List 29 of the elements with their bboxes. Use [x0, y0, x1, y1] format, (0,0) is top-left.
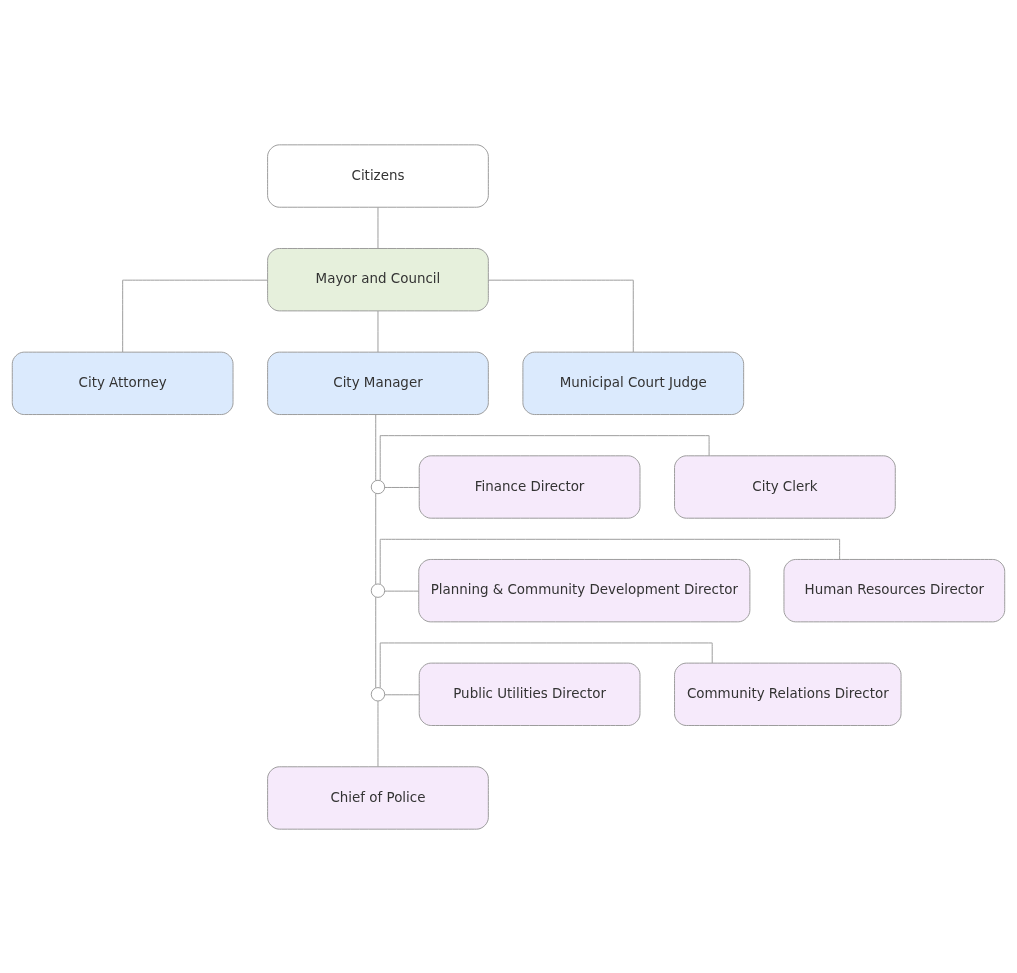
node-box: Chief of Police: [267, 765, 489, 830]
connector: [487, 279, 634, 353]
node-box: Human Resources Director: [783, 558, 1006, 622]
node-box: Finance Director: [418, 454, 641, 519]
connector: [377, 310, 379, 353]
node-box: Municipal Court Judge: [522, 351, 745, 415]
connector: [122, 279, 268, 353]
node-box: Community Relations Director: [674, 662, 902, 726]
node-circle: [370, 686, 386, 701]
connector: [379, 538, 841, 584]
connector: [384, 486, 420, 488]
connector: [375, 596, 377, 688]
node-box: City Attorney: [11, 351, 234, 415]
connector: [375, 413, 377, 481]
node-box: Citizens: [267, 143, 489, 208]
connector: [379, 434, 710, 481]
connector: [377, 700, 379, 767]
connector: [379, 642, 713, 688]
node-box: Mayor and Council: [267, 247, 489, 311]
node-circle: [370, 479, 386, 494]
connector: [384, 693, 420, 695]
node-circle: [370, 582, 386, 598]
node-box: Public Utilities Director: [418, 662, 641, 726]
connector: [377, 206, 379, 249]
node-box: Planning & Community Development Director: [418, 558, 751, 622]
node-box: City Manager: [267, 351, 489, 415]
node-box: City Clerk: [674, 454, 896, 519]
connector: [375, 492, 377, 585]
connector: [384, 590, 420, 592]
